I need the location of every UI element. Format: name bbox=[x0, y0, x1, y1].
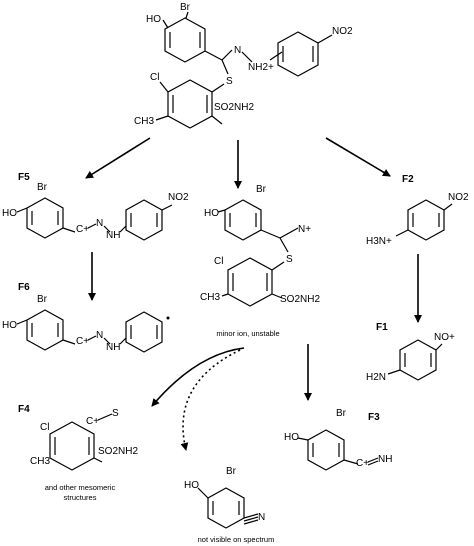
label-f6: F6 bbox=[18, 282, 30, 293]
arrow-to-f5 bbox=[85, 137, 151, 179]
fragment-central-ion: HO Br N+ S Cl CH3 SO2NH2 minor ion, unst… bbox=[200, 184, 320, 338]
f5-br-label: Br bbox=[37, 182, 48, 193]
parent-ch3-label: CH3 bbox=[134, 116, 154, 127]
f6-radical-dot bbox=[166, 316, 170, 320]
dotted-arrow-to-nitrile bbox=[180, 349, 241, 451]
parent-nh2plus-label: NH2+ bbox=[248, 62, 274, 73]
f6-n-label: N bbox=[96, 330, 103, 341]
parent-phenol-ring bbox=[164, 17, 206, 63]
note-minor-ion: minor ion, unstable bbox=[216, 329, 279, 338]
central-so2nh2-label: SO2NH2 bbox=[280, 294, 320, 305]
central-ho-label: HO bbox=[204, 208, 219, 219]
f1-h2n-label: H2N bbox=[366, 372, 386, 383]
parent-s-label: S bbox=[226, 76, 233, 87]
f2-h3nplus-label: H3N+ bbox=[366, 236, 392, 247]
nitrile-br-label: Br bbox=[226, 466, 237, 477]
f3-nh-label: NH bbox=[378, 454, 392, 465]
note-mesomeric-line2: structures bbox=[64, 493, 97, 502]
f2-no2-label: NO2 bbox=[448, 192, 469, 203]
fragment-f4: F4 Cl C+ S CH3 SO2NH2 and other mesomeri… bbox=[18, 404, 138, 502]
nitrile-n-label: N bbox=[258, 512, 265, 523]
label-f5: F5 bbox=[18, 172, 30, 183]
f4-ring bbox=[49, 421, 95, 471]
f6-nh-label: NH bbox=[106, 342, 120, 353]
parent-nitrophenyl-ring bbox=[277, 31, 319, 77]
f6-phenyl-ring bbox=[125, 311, 163, 353]
central-s-label: S bbox=[286, 254, 293, 265]
parent-ho-label: HO bbox=[146, 14, 161, 25]
f5-ho-label: HO bbox=[2, 208, 17, 219]
fragment-not-visible: HO Br N not visible on spectrum bbox=[184, 466, 274, 544]
fragment-f5: F5 HO Br C+ N NH NO2 bbox=[2, 172, 189, 241]
f6-ho-label: HO bbox=[2, 320, 17, 331]
f1-noplus-label: NO+ bbox=[434, 332, 455, 343]
central-nplus-label: N+ bbox=[298, 224, 311, 235]
f5-nh-label: NH bbox=[106, 230, 120, 241]
central-cl-label: Cl bbox=[214, 256, 223, 267]
parent-molecule: HO Br N NH2+ NO2 S Cl CH3 SO2NH2 bbox=[134, 2, 353, 129]
note-mesomeric-line1: and other mesomeric bbox=[45, 483, 116, 492]
f3-ho-label: HO bbox=[284, 432, 299, 443]
label-f3: F3 bbox=[368, 412, 380, 423]
f3-cplus-label: C+ bbox=[356, 458, 369, 469]
f4-ch3-label: CH3 bbox=[30, 456, 50, 467]
f4-cplus-label: C+ bbox=[86, 416, 99, 427]
f3-br-label: Br bbox=[336, 408, 347, 419]
label-f1: F1 bbox=[376, 322, 388, 333]
f5-n-label: N bbox=[96, 218, 103, 229]
parent-br-label: Br bbox=[180, 2, 191, 13]
label-f4: F4 bbox=[18, 404, 30, 415]
arrow-to-f2 bbox=[325, 137, 391, 177]
arrow-to-f4 bbox=[151, 347, 245, 407]
central-sulfonamide-ring bbox=[227, 257, 273, 307]
f5-no2-label: NO2 bbox=[168, 192, 189, 203]
f6-cplus-label: C+ bbox=[76, 336, 89, 347]
note-not-visible: not visible on spectrum bbox=[198, 535, 275, 544]
central-br-label: Br bbox=[256, 184, 267, 195]
parent-sulfonamide-ring bbox=[167, 79, 213, 129]
fragment-f2: F2 NO2 H3N+ bbox=[366, 174, 469, 247]
parent-n-label: N bbox=[234, 45, 241, 56]
f4-thione-s-label: S bbox=[112, 408, 119, 419]
nitrile-ho-label: HO bbox=[184, 480, 199, 491]
parent-so2nh2-label: SO2NH2 bbox=[214, 102, 254, 113]
fragment-f3: F3 HO Br C+ NH bbox=[284, 408, 392, 471]
f5-cplus-label: C+ bbox=[76, 224, 89, 235]
fragment-f1: F1 NO+ H2N bbox=[366, 322, 455, 383]
fragment-f6: F6 HO Br C+ N NH bbox=[2, 282, 170, 353]
parent-cl-label: Cl bbox=[150, 72, 159, 83]
f4-so2nh2-label: SO2NH2 bbox=[98, 446, 138, 457]
parent-no2-label: NO2 bbox=[332, 26, 353, 37]
f4-cl-label: Cl bbox=[40, 422, 49, 433]
central-ch3-label: CH3 bbox=[200, 292, 220, 303]
label-f2: F2 bbox=[402, 174, 414, 185]
f6-br-label: Br bbox=[37, 294, 48, 305]
